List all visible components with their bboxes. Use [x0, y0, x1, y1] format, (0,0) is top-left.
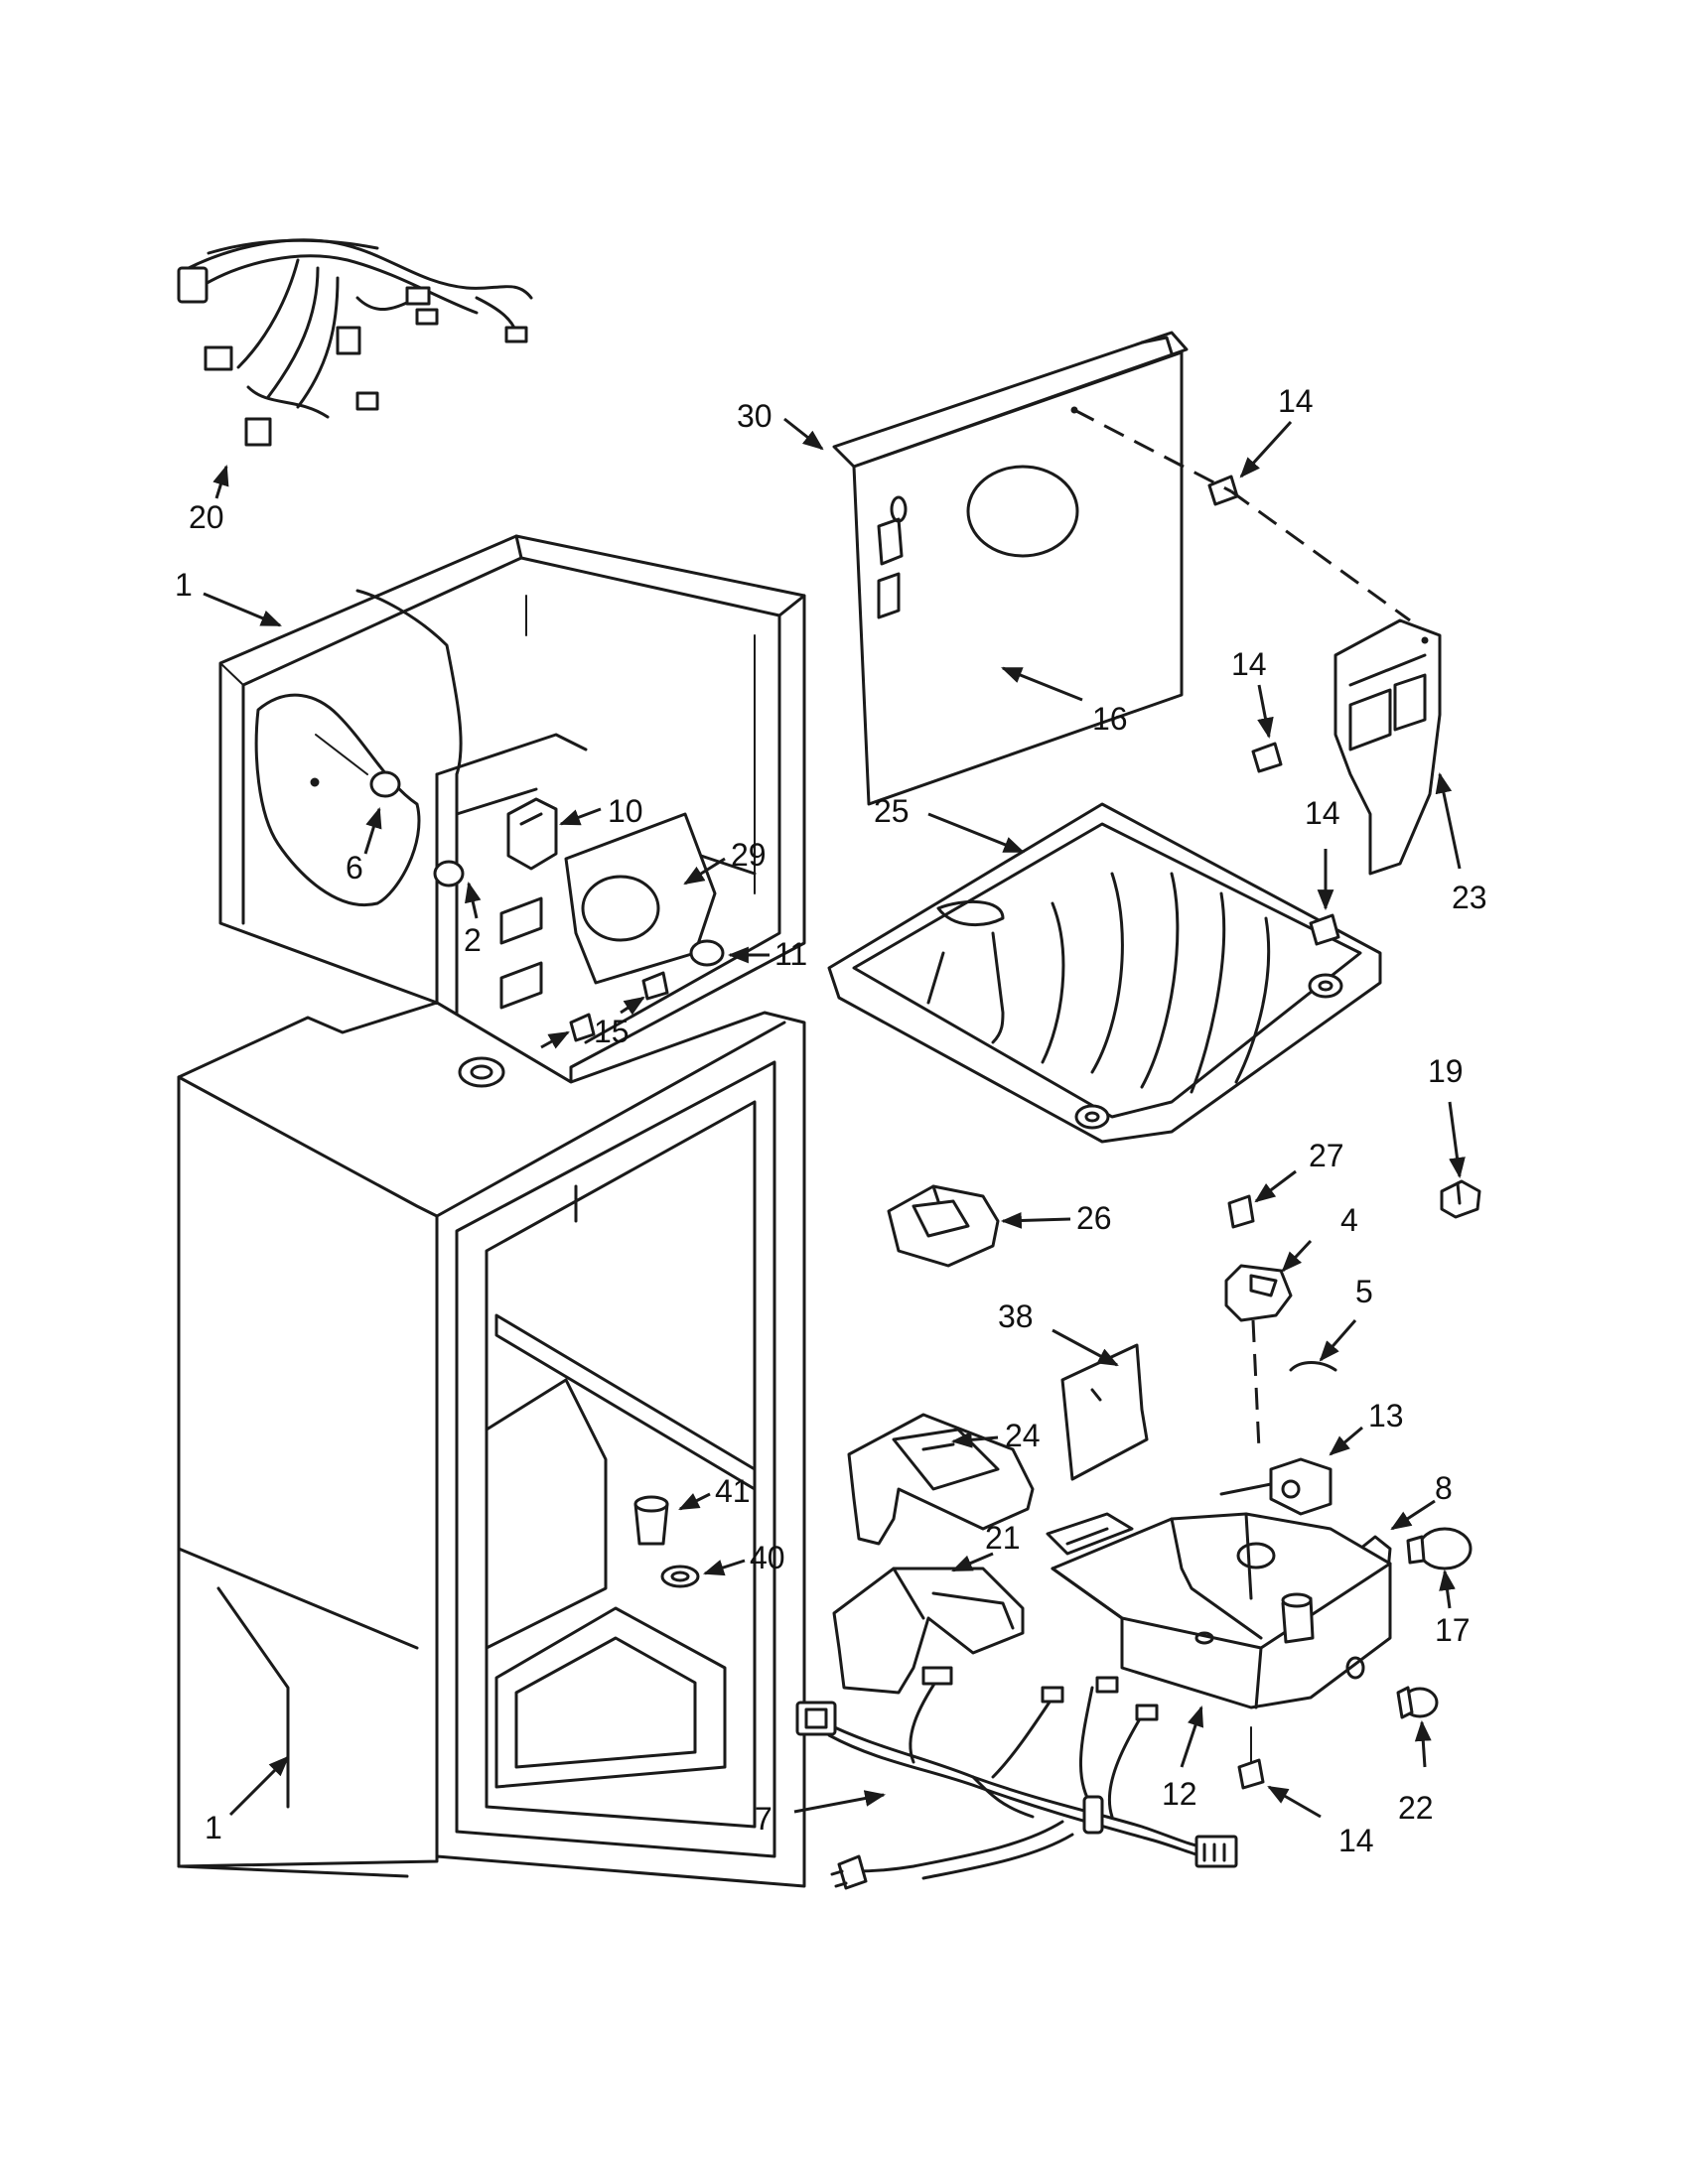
callout-11: 11 — [774, 936, 807, 972]
callout-arrow-41 — [678, 1492, 711, 1511]
callout-arrow-15 — [620, 996, 645, 1016]
callout-arrow-19 — [1448, 1101, 1466, 1179]
callout-arrow-1-upper — [203, 592, 282, 627]
callout-arrow-6 — [363, 806, 382, 855]
callout-1-lower: 1 — [205, 1810, 222, 1845]
screw-14-middle — [1251, 742, 1283, 773]
callout-arrow-5 — [1319, 1319, 1357, 1362]
callout-arrow-26 — [1000, 1212, 1071, 1229]
callout-20: 20 — [189, 499, 224, 535]
callout-40: 40 — [750, 1540, 785, 1575]
callout-14-bottom: 14 — [1338, 1823, 1374, 1858]
callout-19: 19 — [1428, 1053, 1464, 1089]
callout-24: 24 — [1005, 1418, 1041, 1453]
wiring-harness-upper — [177, 238, 533, 447]
freezer-liner — [218, 534, 806, 1084]
callout-15: 15 — [594, 1014, 630, 1049]
callout-arrow-14-middle — [1257, 684, 1274, 740]
callout-arrow-40 — [703, 1559, 746, 1576]
plug-41 — [633, 1495, 669, 1546]
grommet-11 — [689, 939, 725, 967]
screw-15 — [641, 971, 669, 1001]
callout-14-middle: 14 — [1231, 646, 1267, 682]
switch-26 — [887, 1184, 1000, 1268]
knob-housing-4 — [1224, 1264, 1293, 1450]
callout-arrow-16 — [1001, 666, 1083, 702]
clip-19 — [1440, 1179, 1481, 1219]
callout-arrow-4 — [1281, 1239, 1313, 1273]
callout-2: 2 — [464, 922, 482, 958]
wiring-harness-lower — [795, 1666, 1238, 1890]
callout-27: 27 — [1309, 1138, 1344, 1173]
callout-10: 10 — [608, 793, 643, 829]
callout-arrow-14-left — [540, 1030, 570, 1049]
callout-21: 21 — [985, 1520, 1021, 1556]
callout-25: 25 — [874, 793, 910, 829]
callout-14-top-right: 14 — [1278, 383, 1314, 419]
knob-22 — [1396, 1686, 1439, 1719]
callout-arrow-2 — [465, 881, 482, 919]
clip-5 — [1289, 1361, 1337, 1372]
callout-arrow-21 — [951, 1552, 994, 1572]
thermostat-13 — [1219, 1457, 1333, 1516]
callout-arrow-14-bottom — [1267, 1785, 1322, 1819]
callout-30: 30 — [737, 398, 772, 434]
callout-arrow-23 — [1435, 771, 1462, 870]
callout-29: 29 — [731, 837, 767, 873]
bulb-17 — [1406, 1527, 1473, 1570]
callout-4: 4 — [1340, 1202, 1358, 1238]
callout-12: 12 — [1162, 1776, 1197, 1812]
callout-arrow-30 — [783, 417, 824, 451]
callout-arrow-24 — [950, 1431, 999, 1448]
callout-5: 5 — [1355, 1274, 1373, 1309]
callout-13: 13 — [1368, 1398, 1404, 1433]
callout-8: 8 — [1435, 1470, 1453, 1506]
crisper-cover-25 — [827, 802, 1382, 1144]
callout-arrow-20 — [212, 464, 229, 499]
screw-27 — [1227, 1194, 1255, 1229]
callout-arrow-13 — [1329, 1426, 1363, 1456]
callout-17: 17 — [1435, 1612, 1471, 1648]
callout-arrow-1-lower — [228, 1755, 290, 1817]
callout-arrow-10 — [559, 807, 602, 826]
callout-16: 16 — [1092, 701, 1128, 737]
callout-26: 26 — [1076, 1200, 1112, 1236]
callout-arrow-22 — [1414, 1719, 1432, 1768]
rear-panel — [832, 331, 1189, 806]
bushing-2 — [433, 860, 543, 1010]
callout-38: 38 — [998, 1298, 1034, 1334]
callout-arrow-25 — [927, 812, 1025, 854]
knob-6 — [310, 734, 401, 798]
callout-7: 7 — [755, 1801, 772, 1837]
callout-arrow-7 — [793, 1790, 887, 1814]
callout-41: 41 — [715, 1473, 751, 1509]
callout-arrow-12 — [1180, 1706, 1203, 1768]
insulation-38 — [1060, 1343, 1149, 1481]
callout-arrow-8 — [1390, 1499, 1436, 1531]
control-box-12 — [1051, 1512, 1392, 1709]
callout-1-upper: 1 — [175, 567, 193, 603]
drain-40 — [660, 1565, 700, 1588]
light-housing-23 — [1333, 618, 1442, 876]
gasket-piece — [1046, 1512, 1134, 1556]
control-housing-24 — [847, 1413, 1035, 1546]
callout-22: 22 — [1398, 1790, 1434, 1826]
screw-14-bottom — [1237, 1726, 1265, 1790]
callout-arrow-17 — [1439, 1569, 1456, 1609]
refrigerator-liner — [177, 1001, 806, 1888]
callout-arrow-38 — [1052, 1328, 1119, 1367]
callout-arrow-29 — [683, 857, 726, 886]
callout-arrow-14-top-right — [1239, 420, 1293, 478]
callout-23: 23 — [1452, 880, 1487, 915]
screw-14-cover — [1309, 913, 1340, 946]
control-bracket-21 — [832, 1567, 1025, 1695]
callout-14-cover: 14 — [1305, 795, 1340, 831]
damper-control-10 — [506, 797, 558, 871]
callout-arrow-27 — [1254, 1169, 1297, 1203]
screw-14-left — [569, 1013, 596, 1042]
callout-6: 6 — [346, 850, 363, 886]
